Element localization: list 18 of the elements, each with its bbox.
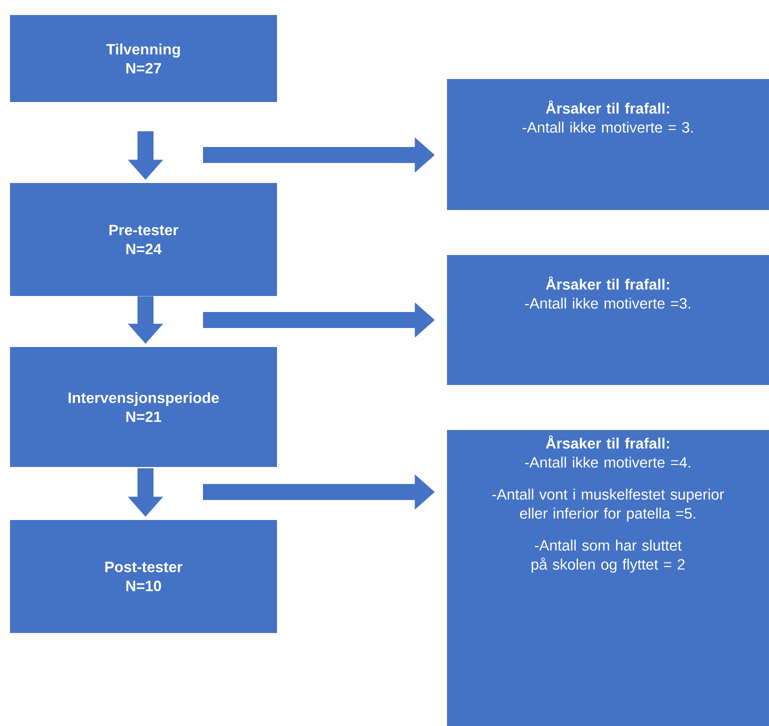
reason-text: Årsaker til frafall: -Antall ikke motiverte =4. -Antall vont i muskelfestet superior eller inferior for patella =5. -Antall som har sluttet på skolen og flyttet = 2 xyxy=(492,435,724,573)
reason-box xyxy=(447,255,769,385)
stage-text: Pre-tester N=24 xyxy=(110,224,178,254)
stage-text: Tilvenning N=27 xyxy=(106,44,180,74)
reason-box xyxy=(447,79,769,210)
reason-box xyxy=(447,430,769,726)
node-label: Årsaker til frafall: xyxy=(546,435,670,449)
stage-box xyxy=(10,183,277,296)
stage-box xyxy=(10,15,277,102)
stage-text: Post-tester N=10 xyxy=(105,562,182,592)
stage-box xyxy=(10,520,277,633)
reason-text: Årsaker til frafall: -Antall ikke motiverte =3. xyxy=(525,276,690,309)
node-label: -Antall vont i muskelfestet superior eller inferior for patella =5. xyxy=(492,488,724,522)
node-label: -Antall ikke motiverte =4. xyxy=(525,456,690,468)
reason-text: Årsaker til frafall: -Antall ikke motiverte = 3. xyxy=(522,100,693,133)
stage-text: Intervensjonsperiode N=21 xyxy=(68,392,219,422)
stage-box xyxy=(10,347,277,467)
node-label: -Antall som har sluttet på skolen og flyttet = 2 xyxy=(532,540,685,573)
